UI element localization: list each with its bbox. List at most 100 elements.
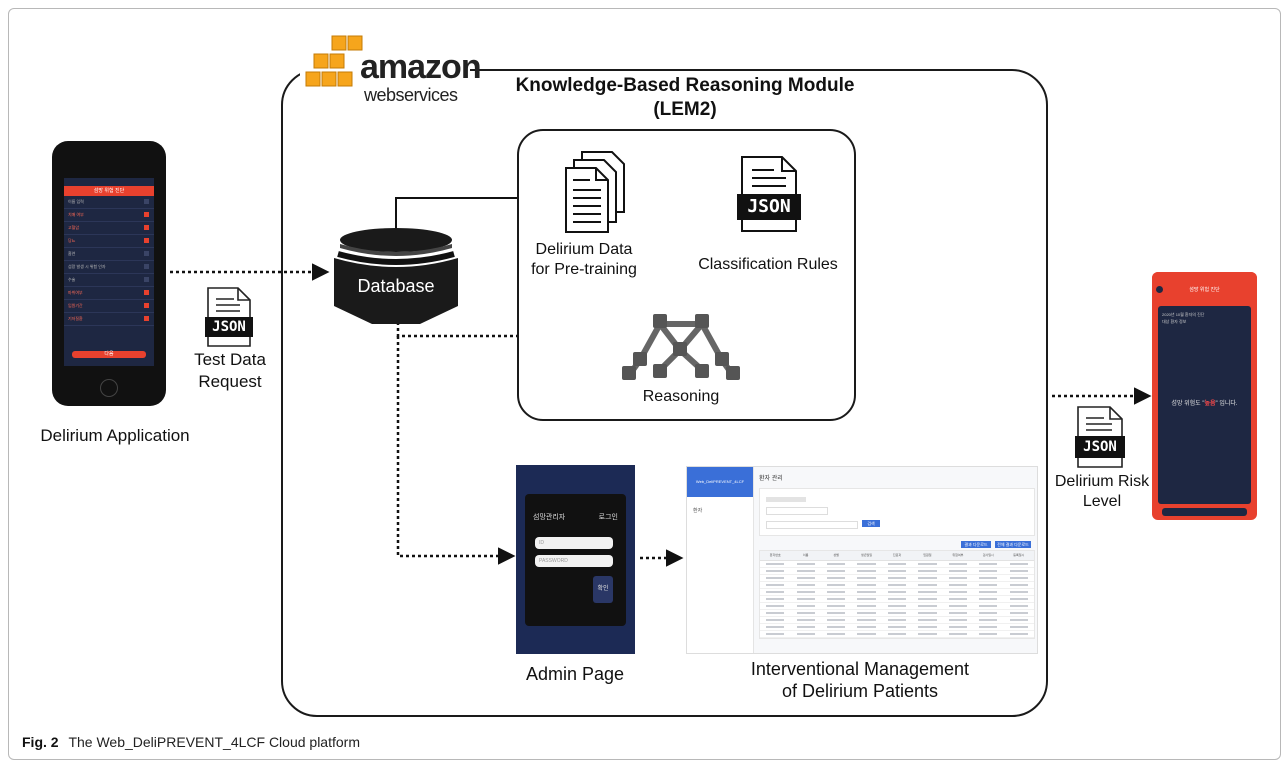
table-cell [912,596,942,602]
management-page-title: 환자 관리 [759,476,783,482]
figure-frame [8,8,1281,760]
management-label: Interventional Management of Delirium Pa… [700,658,1020,702]
left-phone-row-checkbox[interactable] [144,277,149,282]
left-phone-row-checkbox[interactable] [144,225,149,230]
table-row[interactable] [760,631,1034,638]
left-phone-row-checkbox[interactable] [144,199,149,204]
table-row[interactable] [760,582,1034,589]
table-cell [973,582,1003,588]
left-phone-row-checkbox[interactable] [144,238,149,243]
table-row[interactable] [760,603,1034,610]
caption-fig-number: Fig. 2 [22,734,59,750]
table-cell [1004,610,1034,616]
management-search-button[interactable]: 검색 [862,520,880,527]
left-phone-row-label: 마취여부 [68,290,83,295]
table-cell [790,603,820,609]
table-cell [851,568,881,574]
table-cell [973,568,1003,574]
table-row[interactable] [760,624,1034,631]
left-phone-row-checkbox[interactable] [144,290,149,295]
table-cell [760,561,790,567]
table-cell [973,610,1003,616]
table-row[interactable] [760,568,1034,575]
table-cell [1004,589,1034,595]
table-header-cell: 입원일 [923,553,932,557]
module-title-line2: (LEM2) [653,99,717,120]
risk-level-label-line2: Level [1082,493,1122,510]
right-phone-result: 섬망 위험도 "높음" 입니다. [1158,398,1251,407]
table-cell [1004,568,1034,574]
table-cell [943,561,973,567]
admin-id-input[interactable]: ID [535,537,613,549]
table-cell [851,617,881,623]
left-phone-header: 섬망 위험 진단 [64,186,154,196]
table-cell [973,575,1003,581]
left-phone-row-label: 당뇨 [68,238,76,243]
left-phone-row-label: 기저질환 [68,316,83,321]
table-cell [821,631,851,637]
right-phone-panel: 2020년 10월 환자의 진단 대상 환자 정보 섬망 위험도 "높음" 입니… [1158,306,1251,504]
table-cell [821,582,851,588]
left-phone-row-checkbox[interactable] [144,264,149,269]
left-phone-row[interactable]: 입원기간 [64,300,154,313]
management-sidebar-item[interactable]: 환자 [693,508,703,514]
management-screenshot: Web_DeliPREVENT_4LCF 환자 환자 관리 검색 결과 다운로드… [686,466,1038,654]
delirium-data-label-line2: for Pre-training [531,261,637,278]
table-cell [943,631,973,637]
left-phone-row-label: 치매 여부 [68,212,84,217]
table-cell [821,561,851,567]
table-cell [821,596,851,602]
table-cell [882,603,912,609]
left-phone-row[interactable]: 고혈압 [64,222,154,235]
table-cell [851,603,881,609]
table-cell [1004,575,1034,581]
aws-logo: amazon webservices [300,30,482,108]
table-row[interactable] [760,561,1034,568]
module-title: Knowledge-Based Reasoning Module (LEM2) [470,74,900,122]
table-header-cell: 환자번호 [769,553,781,557]
management-download-all-button[interactable]: 전체 결과 다운로드 [995,541,1031,548]
left-phone-row-checkbox[interactable] [144,303,149,308]
left-phone-row-label: 입원기간 [68,303,83,308]
admin-password-input[interactable]: PASSWORD [535,555,613,567]
table-cell [760,589,790,595]
left-phone-row-checkbox[interactable] [144,251,149,256]
left-phone-row[interactable]: 이름 입력 [64,196,154,209]
left-phone-row[interactable]: 흡연 [64,248,154,261]
left-phone-row-label: 수술 [68,277,76,282]
table-row[interactable] [760,575,1034,582]
table-cell [851,596,881,602]
management-download-button[interactable]: 결과 다운로드 [961,541,991,548]
left-phone-row[interactable]: 치매 여부 [64,209,154,222]
table-cell [790,575,820,581]
risk-json-tag: JSON [1083,439,1117,455]
table-cell [851,582,881,588]
risk-level-label: Delirium Risk Level [1054,472,1150,512]
table-row[interactable] [760,617,1034,624]
management-label-line2: of Delirium Patients [781,681,939,701]
result-prefix: 섬망 위험도 " [1171,401,1205,407]
admin-submit-button[interactable]: 확인 [593,576,613,603]
left-phone-next-button[interactable]: 다음 [72,351,146,358]
caption-text: The Web_DeliPREVENT_4LCF Cloud platform [68,734,360,750]
table-cell [882,610,912,616]
table-row[interactable] [760,596,1034,603]
left-phone-row-checkbox[interactable] [144,212,149,217]
right-phone-info-line1: 2020년 10월 환자의 진단 [1162,312,1205,317]
classification-json-icon: JSON [736,156,802,232]
table-cell [912,603,942,609]
left-phone-row[interactable]: 마취여부 [64,287,154,300]
left-phone-row-checkbox[interactable] [144,316,149,321]
left-phone-row[interactable]: 기저질환 [64,313,154,326]
left-phone-row[interactable]: 섬망 발생 시 위험 인자 [64,261,154,274]
left-phone-row[interactable]: 당뇨 [64,235,154,248]
table-row[interactable] [760,610,1034,617]
admin-page-label: Admin Page [525,664,625,684]
table-row[interactable] [760,589,1034,596]
left-phone-row[interactable]: 수술 [64,274,154,287]
table-cell [790,624,820,630]
table-cell [1004,582,1034,588]
